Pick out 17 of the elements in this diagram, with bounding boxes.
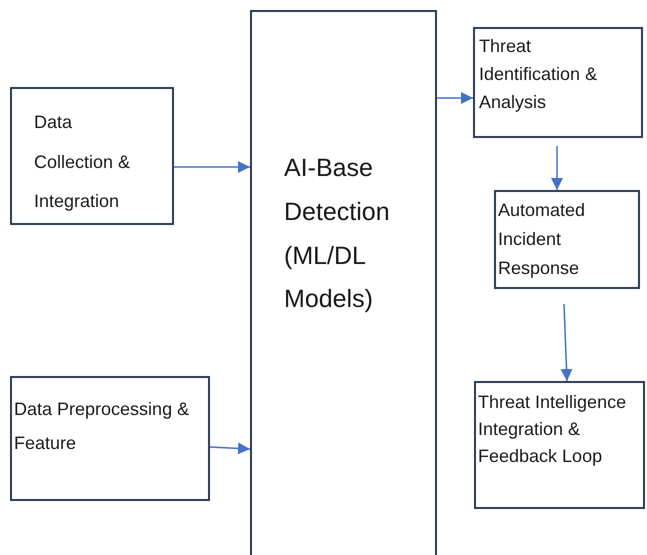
box-label: Automated Incident Response xyxy=(498,199,586,280)
box-label: Threat Intelligence Integration & Feedback Loop xyxy=(478,391,628,468)
process-box xyxy=(10,87,174,225)
process-box xyxy=(10,376,210,501)
box-label: Threat Identification & Analysis xyxy=(479,35,598,114)
box-label: AI-Base Detection (ML/DL Models) xyxy=(284,153,391,316)
process-box xyxy=(474,381,645,509)
arrow xyxy=(551,146,563,190)
arrow xyxy=(174,161,250,173)
box-label: Data Collection & Integration xyxy=(34,111,132,214)
process-box xyxy=(473,27,643,138)
arrow xyxy=(560,304,573,382)
arrow xyxy=(210,442,250,454)
process-box xyxy=(250,10,437,555)
arrow xyxy=(437,92,473,104)
process-box xyxy=(494,190,640,289)
box-label: Data Preprocessing & Feature xyxy=(14,398,190,456)
